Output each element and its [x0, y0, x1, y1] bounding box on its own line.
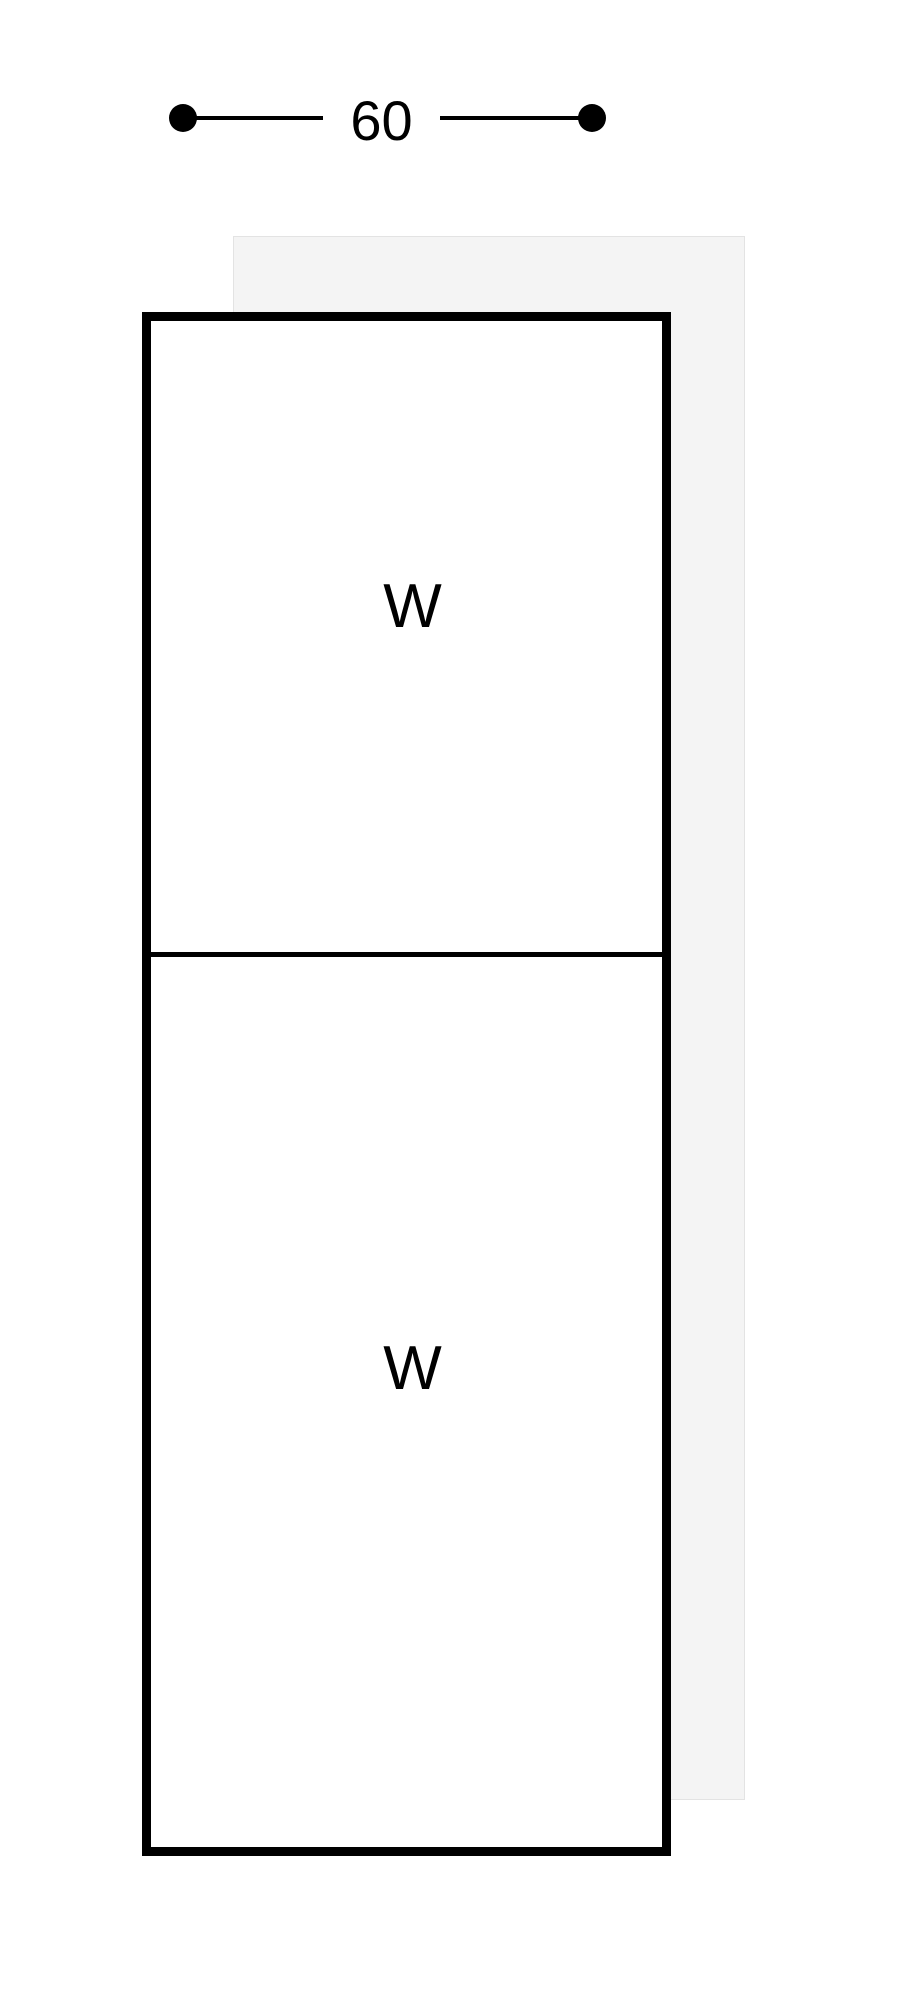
cabinet-compartment-upper: W	[151, 321, 662, 957]
cabinet-outline: W W	[142, 312, 671, 1856]
dimension-endpoint-dot-right	[578, 104, 606, 132]
dimension-value-label: 60	[350, 89, 413, 152]
dimension-line-segment-left	[195, 116, 323, 120]
dimension-endpoint-dot-left	[169, 104, 197, 132]
dimension-annotation-width: 60	[0, 90, 916, 152]
cabinet-compartment-lower: W	[151, 957, 662, 1848]
compartment-label-lower: W	[383, 1333, 442, 1403]
compartment-label-upper: W	[383, 571, 442, 641]
dimension-line-segment-right	[440, 116, 590, 120]
